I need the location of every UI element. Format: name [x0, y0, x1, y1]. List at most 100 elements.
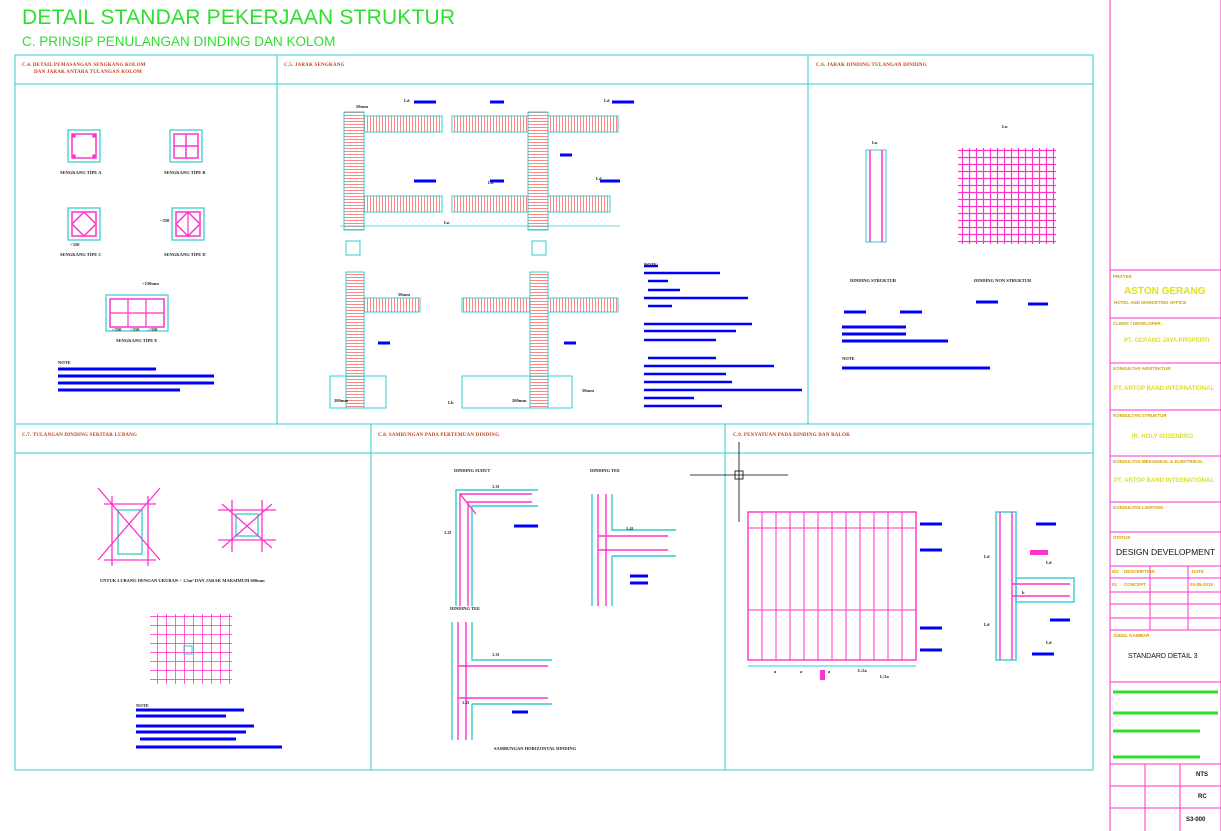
tb-arch-caption: KONSULTAN ARSITEKTUR	[1113, 366, 1171, 371]
sheet-title: DETAIL STANDAR PEKERJAAN STRUKTUR	[22, 6, 456, 29]
c5-note-head: NOTE	[644, 262, 657, 267]
tb-rev-row-desc: CONCEPT	[1124, 582, 1147, 587]
tb-struct-name: IR. HOLY SUSENDRO	[1132, 434, 1194, 440]
c8-dim-1: 1.3l	[492, 484, 499, 489]
c6-note-head: NOTE	[842, 356, 855, 361]
c9-dim-8: Ld	[1046, 560, 1052, 565]
c8-tee-joint-2	[451, 622, 552, 740]
c5-dim-5: 50mm	[582, 388, 594, 393]
tb-struct-caption: KONSULTAN STRUKTUR	[1113, 413, 1167, 418]
c7-mesh	[150, 614, 232, 684]
tb-rev-header-no: NO	[1112, 569, 1119, 574]
c7-note-head: NOTE	[136, 703, 149, 708]
tb-drawing-title: STANDARD DETAIL 3	[1128, 653, 1198, 660]
sheet-subtitle: C. PRINSIP PENULANGAN DINDING DAN KOLOM	[22, 34, 336, 49]
c4-label-type-c: SENGKANG TIPE C	[60, 252, 102, 257]
c4-dim-1: <150mm	[142, 281, 159, 286]
c9-dim-10: b	[1022, 590, 1025, 595]
tb-rev-row-no: 01	[1112, 582, 1118, 587]
c6-label-non-structural: DINDING NON STRUKTUR	[974, 278, 1032, 283]
panel-title-c4: C.4. DETAIL PEMASANGAN SENGKANG KOLOM	[22, 63, 146, 68]
c9-wall-elevation	[747, 511, 917, 680]
c5-dim-9: Ld	[488, 180, 494, 185]
c5-dim-10: Ld	[596, 176, 602, 181]
c4-stirrup-type-e	[105, 294, 169, 332]
c6-wall-mesh	[958, 148, 1056, 244]
c4-label-type-b: SENGKANG TIPE B	[164, 170, 206, 175]
c6-callouts	[844, 300, 1048, 314]
tb-mep-caption: KONSULTAN MEKANIKAL & ELEKTRIKAL	[1113, 459, 1203, 464]
tb-status-value: DESIGN DEVELOPMENT	[1116, 547, 1216, 557]
c8-label-tee: DINDING TEE	[590, 468, 621, 473]
c5-frame-lower	[329, 240, 619, 409]
c8-tee-joint	[591, 494, 676, 606]
title-block-frame	[1109, 0, 1221, 831]
c5-dim-1: 50mm	[356, 104, 368, 109]
c5-dim-2: 50mm	[398, 292, 410, 297]
c4-note-head: NOTE	[58, 360, 71, 365]
c5-callouts	[378, 100, 634, 345]
panel-title-c5: C.5. JARAK SENGKANG	[284, 63, 345, 68]
tb-rev-header-desc: DESCRIPTION	[1124, 569, 1155, 574]
c4-stirrup-type-b	[169, 129, 203, 163]
c4-label-type-e: SENGKANG TIPE E	[116, 338, 158, 343]
c4-stirrup-type-c	[67, 207, 101, 241]
c7-note-lines	[136, 708, 282, 749]
c9-callouts	[920, 522, 1070, 656]
c5-dim-8: Ln	[444, 220, 450, 225]
tb-project-sub: HOTEL AND MARKETING OFFICE	[1114, 300, 1187, 305]
c5-dim-11: Lb	[448, 400, 454, 405]
c5-frame-upper	[340, 111, 620, 231]
c8-label-corner: DINDING SUDUT	[454, 468, 491, 473]
c6-dim-1: Ln	[872, 140, 878, 145]
tb-drawing-no: S3-000	[1186, 817, 1206, 823]
c8-callouts	[512, 524, 648, 714]
tb-rev-row-date: 03-05-2015	[1190, 582, 1214, 587]
tb-rev-header-date: DATE	[1192, 569, 1204, 574]
crosshair	[690, 442, 788, 522]
c5-dim-7: Ld	[604, 98, 610, 103]
c4-dim-4: <350	[112, 327, 122, 332]
c9-dim-3: a	[828, 669, 831, 674]
c7-opening-square	[218, 500, 276, 552]
c7-caption: UNTUK LUBANG DENGAN UKURAN < 1,5m² DAN J…	[100, 578, 265, 583]
panel-title-c4-line2: DAN JARAK ANTARA TULANGAN KOLOM	[34, 70, 142, 75]
title-block-bars	[1113, 690, 1218, 759]
tb-scale: NTS	[1196, 772, 1208, 778]
c9-dim-1: a	[774, 669, 777, 674]
c7-opening-rect	[97, 487, 161, 566]
c5-dim-6: Ld	[404, 98, 410, 103]
c5-dim-3: 200mm	[334, 398, 349, 403]
c9-dim-4: L/2a	[858, 668, 867, 673]
sheet-frame	[14, 54, 1094, 771]
tb-client-name: PT. GERANG JAYA PROPERTI	[1124, 338, 1210, 344]
tb-lighting-caption: KONSULTAN LIGHTING	[1113, 505, 1164, 510]
c8-dim-5: 1.2l	[462, 700, 469, 705]
tb-project-name: ASTON GERANG	[1124, 286, 1206, 297]
c6-label-structural: DINDING STRUKTUR	[850, 278, 897, 283]
c9-dim-7: Ld	[984, 622, 990, 627]
tb-sheet-code: RC	[1198, 794, 1207, 800]
c4-dim-3: <350	[160, 218, 170, 223]
tb-client-caption: CLIENT / DEVELOPER :	[1113, 321, 1164, 326]
c4-note-lines	[58, 367, 214, 392]
c6-wall-section	[865, 149, 887, 243]
c9-section	[995, 511, 1075, 661]
c9-dim-5: L/2a	[880, 674, 889, 679]
tb-mep-name: PT. ARTOP BAND INTERNATIONAL	[1114, 478, 1215, 484]
c4-dim-5: <350	[130, 327, 140, 332]
c5-dim-4: 200mm	[512, 398, 527, 403]
c9-dim-2: a	[800, 669, 803, 674]
tb-drawing-caption: JUDUL GAMBAR	[1113, 633, 1150, 638]
c8-dim-2: 1.2l	[444, 530, 451, 535]
c4-stirrup-type-d	[171, 207, 205, 241]
panel-title-c9: C.9. PENYATUAN PADA DINDING DAN BALOK	[733, 433, 851, 438]
c8-dim-3: 1.4l	[626, 526, 633, 531]
panel-title-c7: C.7. TULANGAN DINDING SEKITAR LUBANG	[22, 433, 138, 438]
tb-arch-name: PT. ARTOP BAND INTERNATIONAL	[1114, 386, 1215, 392]
c8-dim-4: 1.3l	[492, 652, 499, 657]
panel-title-c6: C.6. JARAK DINDING TULANGAN DINDING	[816, 63, 927, 68]
c4-dim-6: <350	[148, 327, 158, 332]
c6-note-lines	[842, 325, 990, 370]
